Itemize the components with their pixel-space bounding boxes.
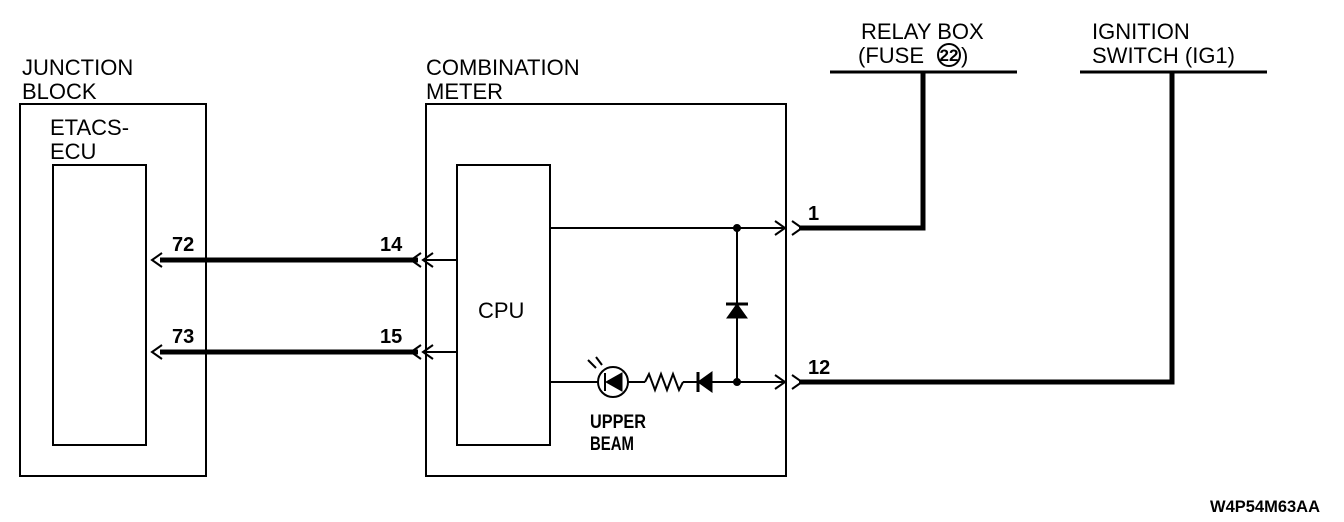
junction-block-box <box>19 103 207 477</box>
upper-beam-label-line2: BEAM <box>590 434 634 455</box>
connector-73-mark <box>150 344 163 360</box>
lamp-ray-1 <box>587 359 597 369</box>
junction-block-label-line2: BLOCK <box>22 79 97 104</box>
relay-box-label-line2-prefix: (FUSE <box>858 43 924 68</box>
etacs-ecu-label-line1: ETACS- <box>50 115 129 140</box>
resistor-icon <box>644 371 684 393</box>
cpu-label: CPU <box>478 298 524 323</box>
junction-block-label-line1: JUNCTION <box>22 55 133 80</box>
combination-meter-label-line1: COMBINATION <box>426 55 580 80</box>
pin-73-label: 73 <box>172 326 194 348</box>
pin-12-label: 12 <box>808 357 830 379</box>
fuse-number-circle <box>937 43 961 67</box>
relay-box-label-line2-suffix: ) <box>961 43 968 68</box>
pin-12-inner-mark <box>774 374 787 390</box>
series-diode-icon <box>697 371 713 393</box>
pin-1-inner-mark <box>774 220 787 236</box>
connector-14-mark-inner <box>409 252 422 268</box>
external-supply-wires: 1 12 <box>791 72 1175 390</box>
wire-pin12-ignition <box>799 72 1175 385</box>
fuse-number-label: 22 <box>940 46 959 65</box>
junction-block: JUNCTION BLOCK ETACS- ECU <box>19 55 207 477</box>
connector-14-mark-outer <box>421 252 434 268</box>
ignition-switch-label-line1: IGNITION <box>1092 19 1190 44</box>
meter-internal-circuit: UPPER BEAM <box>550 220 787 455</box>
connector-15-mark-outer <box>421 344 434 360</box>
ignition-switch: IGNITION SWITCH (IG1) <box>1080 19 1267 74</box>
connector-15-mark-inner <box>409 344 422 360</box>
upper-beam-label-line1: UPPER <box>590 412 646 433</box>
connector-72-mark <box>150 252 163 268</box>
lamp-led-triangle <box>604 372 623 392</box>
diagram-code: W4P54M63AA <box>1210 497 1320 516</box>
protection-diode-icon <box>726 303 748 319</box>
ignition-switch-label-line2: SWITCH (IG1) <box>1092 43 1235 68</box>
etacs-meter-wires: 72 14 73 15 <box>150 234 457 360</box>
pin-14-label: 14 <box>380 234 403 256</box>
combination-meter-label-line2: METER <box>426 79 503 104</box>
combination-meter-box <box>425 103 787 477</box>
etacs-ecu-label-line2: ECU <box>50 139 96 164</box>
wire-pin1-relay-box <box>799 72 926 231</box>
pin-1-label: 1 <box>808 203 819 225</box>
etacs-ecu-box <box>52 164 147 446</box>
cpu-box <box>456 164 551 446</box>
relay-box-label-line1: RELAY BOX <box>861 19 984 44</box>
pin-15-label: 15 <box>380 326 402 348</box>
pin-72-label: 72 <box>172 234 194 256</box>
combination-meter: COMBINATION METER CPU <box>425 55 787 477</box>
relay-box: RELAY BOX (FUSE 22 ) <box>830 19 1017 74</box>
lamp-ray-2 <box>595 356 603 366</box>
